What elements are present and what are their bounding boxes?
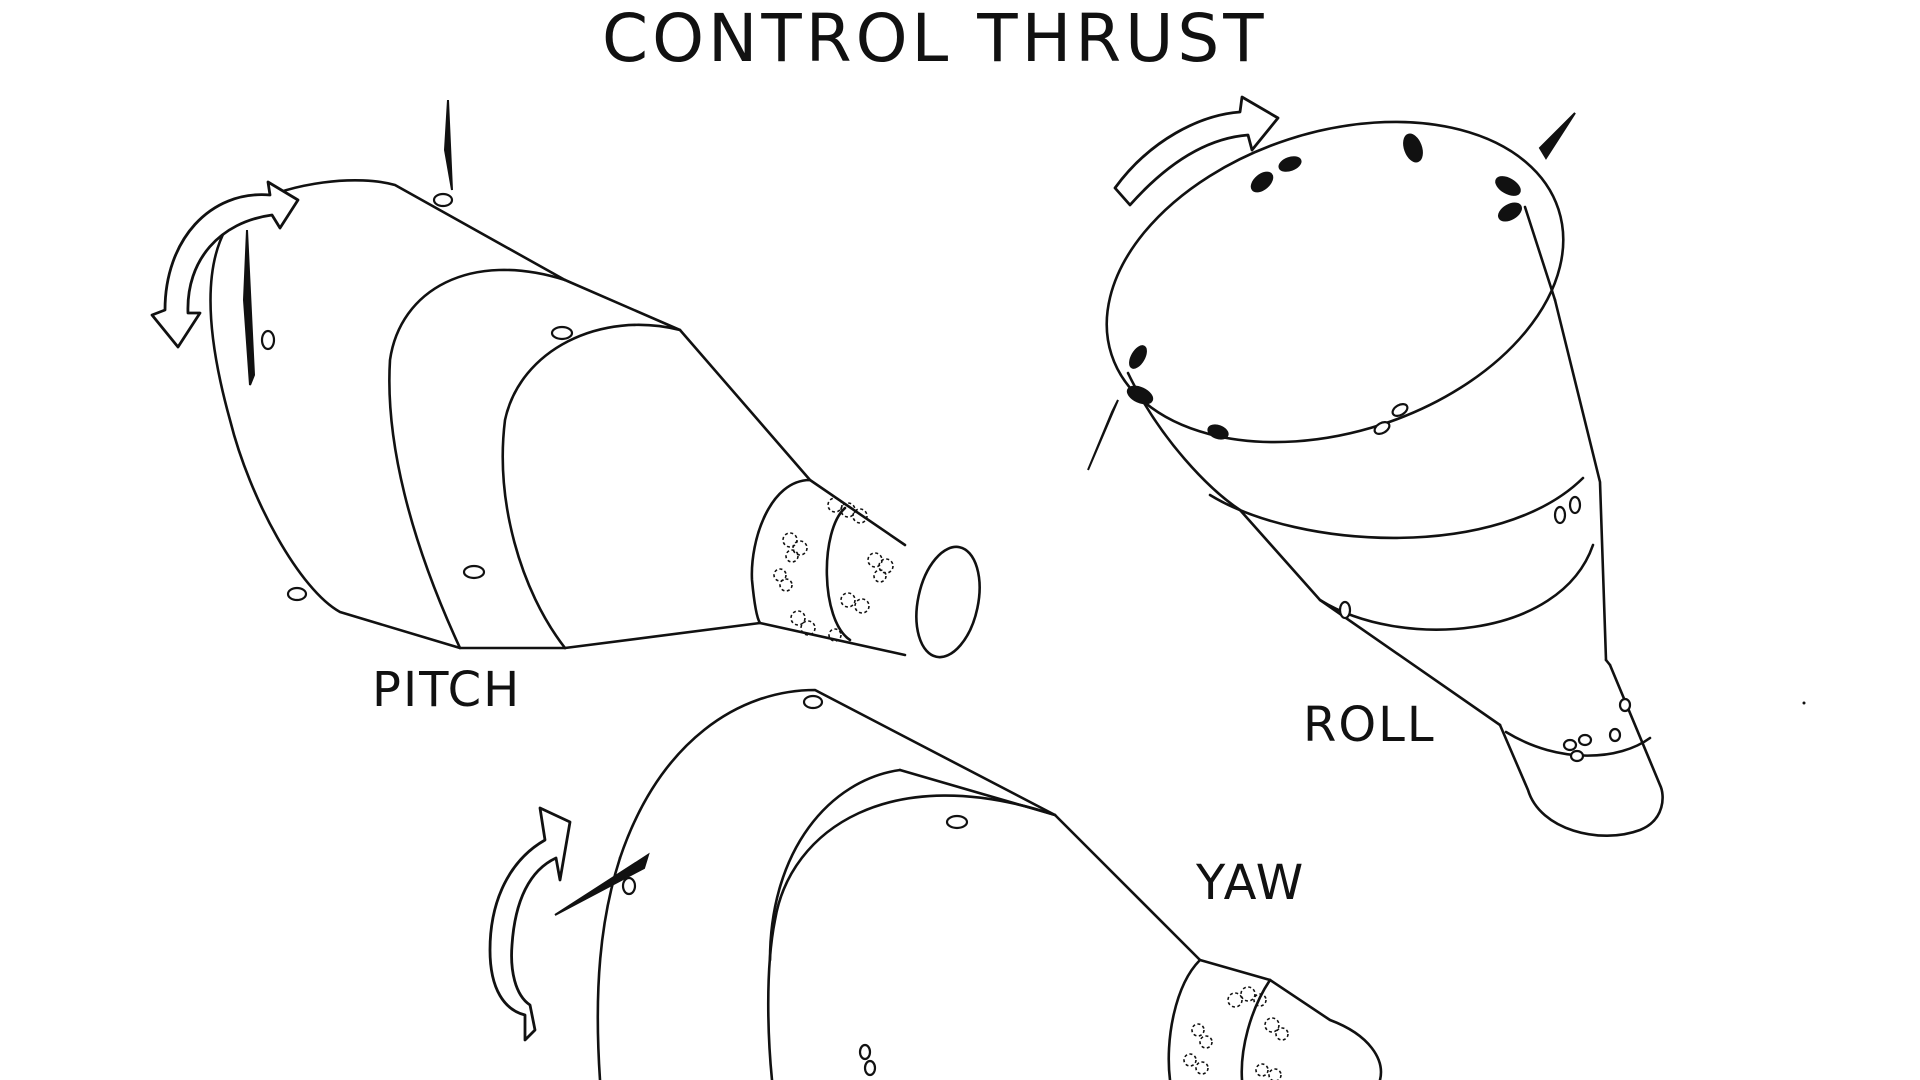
yaw-thrust-puffs: [1183, 986, 1289, 1080]
roll-heatshield: [1105, 120, 1565, 444]
yaw-label: YAW: [1196, 855, 1306, 911]
yaw-nose: [1167, 958, 1272, 1080]
roll-label: ROLL: [1303, 697, 1436, 753]
pitch-heatshield: [209, 208, 567, 650]
diagram-title: CONTROL THRUST: [602, 0, 1268, 77]
pitch-nose: [750, 478, 907, 657]
pitch-section-2: [501, 278, 682, 650]
pitch-label: PITCH: [372, 662, 522, 718]
roll-thrust-jets: [1126, 133, 1522, 440]
pitch-capsule: [150, 99, 981, 659]
yaw-rotation-arrow: [488, 806, 572, 1042]
pitch-cone: [563, 328, 812, 650]
pitch-rotation-arrow: [150, 180, 300, 349]
roll-nose: [1498, 663, 1664, 837]
pitch-section-1: [388, 268, 567, 650]
roll-section-1: [1208, 476, 1585, 540]
roll-capsule: [1087, 95, 1664, 837]
roll-rotation-arrow: [1113, 95, 1280, 207]
yaw-cone: [1198, 958, 1272, 982]
yaw-section-2: [898, 768, 1202, 962]
pitch-thrust-puffs: [773, 497, 894, 642]
yaw-section-1: [766, 794, 1057, 1080]
roll-body-right: [1523, 205, 1557, 302]
pitch-nose-tip: [915, 545, 981, 659]
yaw-capsule: [488, 688, 1383, 1080]
